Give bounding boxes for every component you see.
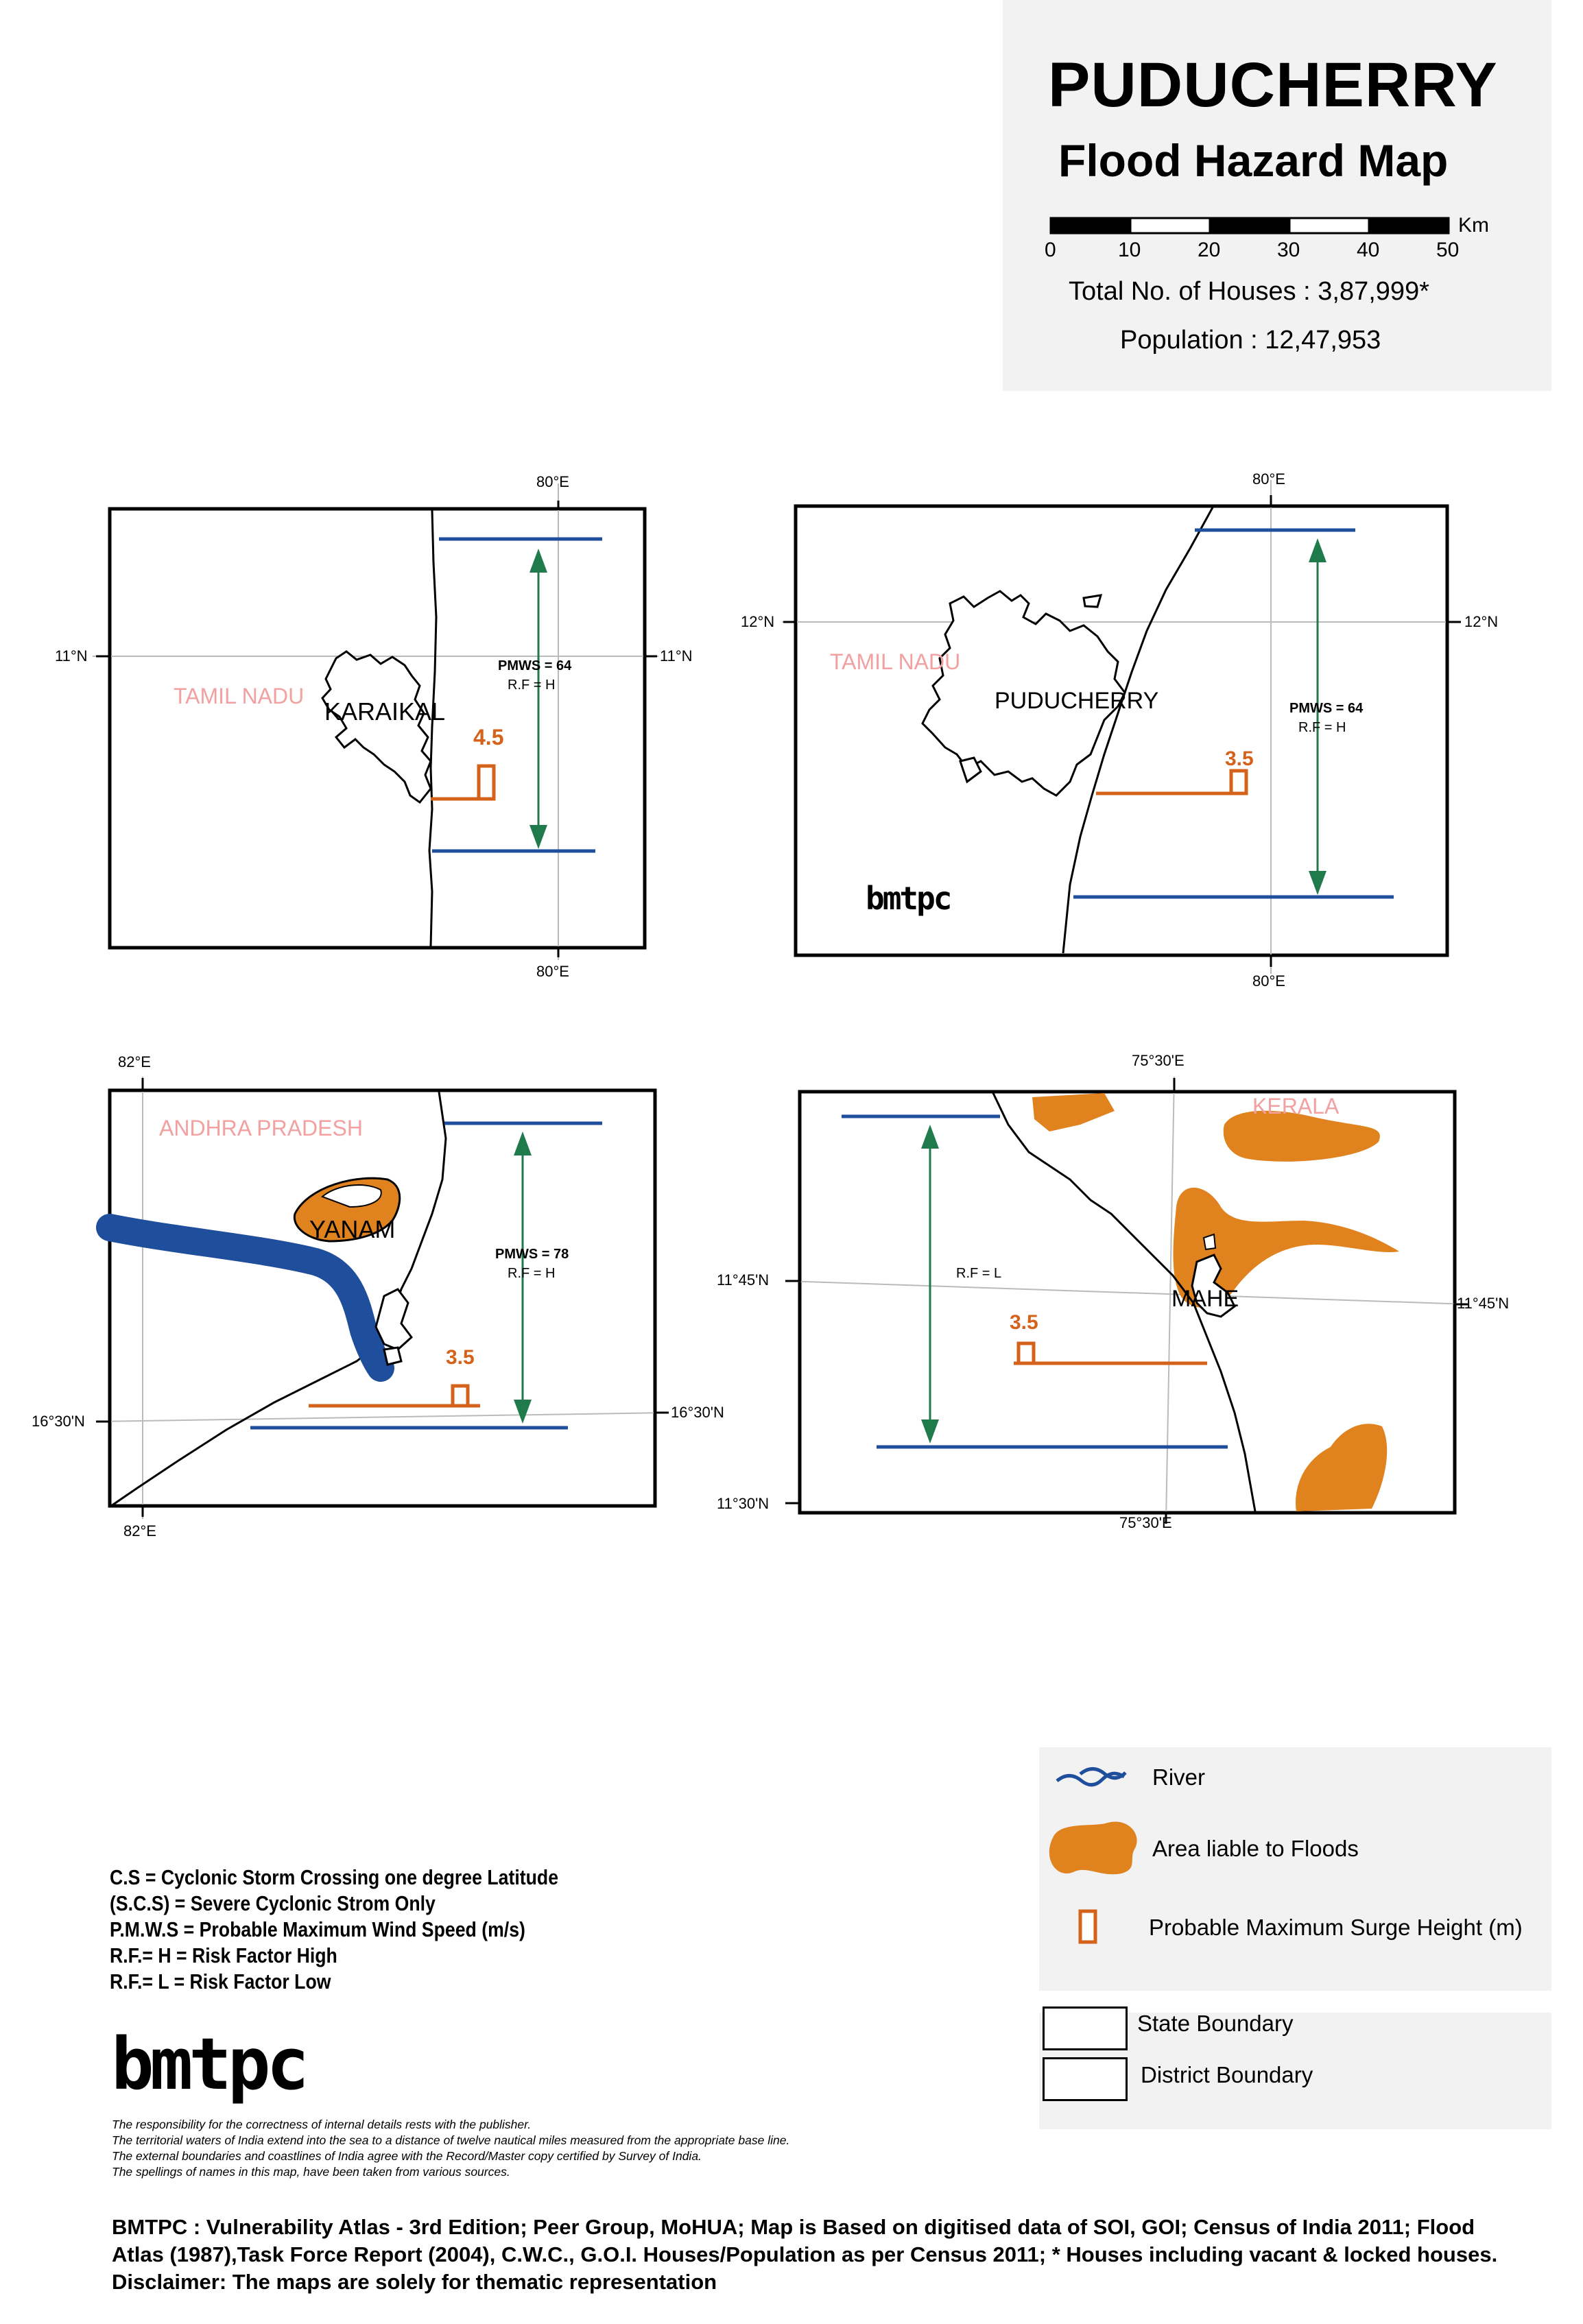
- yanam-lon-top: 82°E: [118, 1053, 151, 1070]
- abbr-scs: (S.C.S) = Severe Cyclonic Strom Only: [110, 1891, 436, 1915]
- district-label: MAHE: [1171, 1286, 1239, 1312]
- rf-label: R.F = H: [508, 678, 556, 693]
- population: Population : 12,47,953: [1120, 326, 1381, 355]
- karaikal-lon-bottom: 80°E: [536, 963, 569, 980]
- surge-value: 4.5: [473, 725, 504, 750]
- state-label: KERALA: [1252, 1094, 1340, 1118]
- disclaimer-line: The territorial waters of India extend i…: [112, 2133, 790, 2147]
- yanam-lat-left: 16°30'N: [32, 1413, 85, 1430]
- scale-tick: 30: [1277, 239, 1300, 261]
- state-label: ANDHRA PRADESH: [159, 1116, 363, 1140]
- panel-puducherry: [782, 480, 1461, 974]
- state-label: TAMIL NADU: [830, 649, 961, 674]
- karaikal-lat-left: 11°N: [55, 647, 88, 664]
- panel-mahe: [785, 1076, 1468, 1524]
- karaikal-lon-top: 80°E: [536, 473, 569, 490]
- credit-text: BMTPC : Vulnerability Atlas - 3rd Editio…: [112, 2215, 1498, 2294]
- panel-karaikal: [93, 483, 658, 960]
- bmtpc-logo-small: bmtpc: [866, 880, 952, 917]
- mahe-lat-bottom: 11°30'N: [717, 1495, 770, 1512]
- mahe-lat-right: 11°45'N: [1457, 1295, 1510, 1312]
- map-title: PUDUCHERRY: [1048, 50, 1498, 120]
- district-label: PUDUCHERRY: [995, 688, 1159, 714]
- scale-tick: 0: [1045, 239, 1056, 261]
- surge-value: 3.5: [1225, 747, 1254, 770]
- district-label: YANAM: [309, 1215, 396, 1243]
- disclaimer-line: The spellings of names in this map, have…: [112, 2165, 510, 2179]
- yanam-lat-right: 16°30'N: [671, 1404, 724, 1421]
- scale-tick: 40: [1357, 239, 1380, 261]
- river-legend-icon: [1056, 1767, 1127, 1787]
- legend-district-boundary: District Boundary: [1141, 2062, 1313, 2087]
- mahe-outline: [1191, 1254, 1236, 1318]
- title-panel: [1003, 0, 1551, 391]
- legend-surge: Probable Maximum Surge Height (m): [1149, 1915, 1523, 1940]
- surge-legend-icon: [1078, 1909, 1097, 1944]
- mahe-lat-left: 11°45'N: [717, 1271, 770, 1289]
- scale-tick: 50: [1436, 239, 1460, 261]
- scale-tick: 20: [1198, 239, 1221, 261]
- map-panels: [93, 480, 1468, 1524]
- abbr-rf-low: R.F.= L = Risk Factor Low: [110, 1969, 331, 1993]
- karaikal-outline: [321, 650, 432, 804]
- pmws-label: PMWS = 64: [1289, 701, 1364, 716]
- state-boundary-swatch: [1043, 2006, 1128, 2050]
- total-houses: Total No. of Houses : 3,87,999*: [1069, 277, 1429, 306]
- abbr-rf-high: R.F.= H = Risk Factor High: [110, 1943, 337, 1967]
- abbr-cs: C.S = Cyclonic Storm Crossing one degree…: [110, 1865, 559, 1889]
- surge-value: 3.5: [446, 1346, 475, 1369]
- state-label: TAMIL NADU: [174, 684, 305, 708]
- puducherry-lon-bottom: 80°E: [1252, 972, 1285, 990]
- pmws-label: PMWS = 64: [498, 658, 572, 673]
- puducherry-lat-left: 12°N: [741, 613, 775, 630]
- rf-label: R.F = L: [956, 1266, 1002, 1281]
- rf-label: R.F = H: [508, 1266, 556, 1281]
- scale-unit: Km: [1458, 214, 1489, 237]
- disclaimer-line: The external boundaries and coastlines o…: [112, 2149, 702, 2163]
- scale-bar: [1049, 217, 1450, 235]
- panel-yanam: [95, 1077, 669, 1519]
- surge-value: 3.5: [1010, 1311, 1038, 1334]
- puducherry-lon-top: 80°E: [1252, 470, 1285, 488]
- bmtpc-logo: bmtpc: [111, 2022, 309, 2106]
- karaikal-lat-right: 11°N: [660, 647, 693, 664]
- pmws-label: PMWS = 78: [495, 1247, 569, 1262]
- mahe-lon-top: 75°30'E: [1132, 1052, 1185, 1069]
- flood-legend-icon: [1049, 1821, 1137, 1875]
- puducherry-lat-right: 12°N: [1464, 613, 1499, 630]
- legend-flood: Area liable to Floods: [1152, 1836, 1359, 1861]
- yanam-river: [96, 1214, 394, 1382]
- district-label: KARAIKAL: [324, 697, 446, 726]
- mahe-lon-bottom: 75°30'E: [1119, 1514, 1172, 1531]
- yanam-lon-bottom: 82°E: [123, 1522, 156, 1540]
- legend-state-boundary: State Boundary: [1137, 2011, 1294, 2036]
- abbr-pmws: P.M.W.S = Probable Maximum Wind Speed (m…: [110, 1917, 525, 1941]
- district-boundary-swatch: [1043, 2057, 1128, 2101]
- scale-tick: 10: [1118, 239, 1141, 261]
- map-subtitle: Flood Hazard Map: [1058, 135, 1449, 186]
- disclaimer-line: The responsibility for the correctness o…: [112, 2118, 532, 2131]
- rf-label: R.F = H: [1298, 720, 1346, 735]
- puducherry-outline: [921, 590, 1126, 797]
- legend-river: River: [1152, 1764, 1206, 1790]
